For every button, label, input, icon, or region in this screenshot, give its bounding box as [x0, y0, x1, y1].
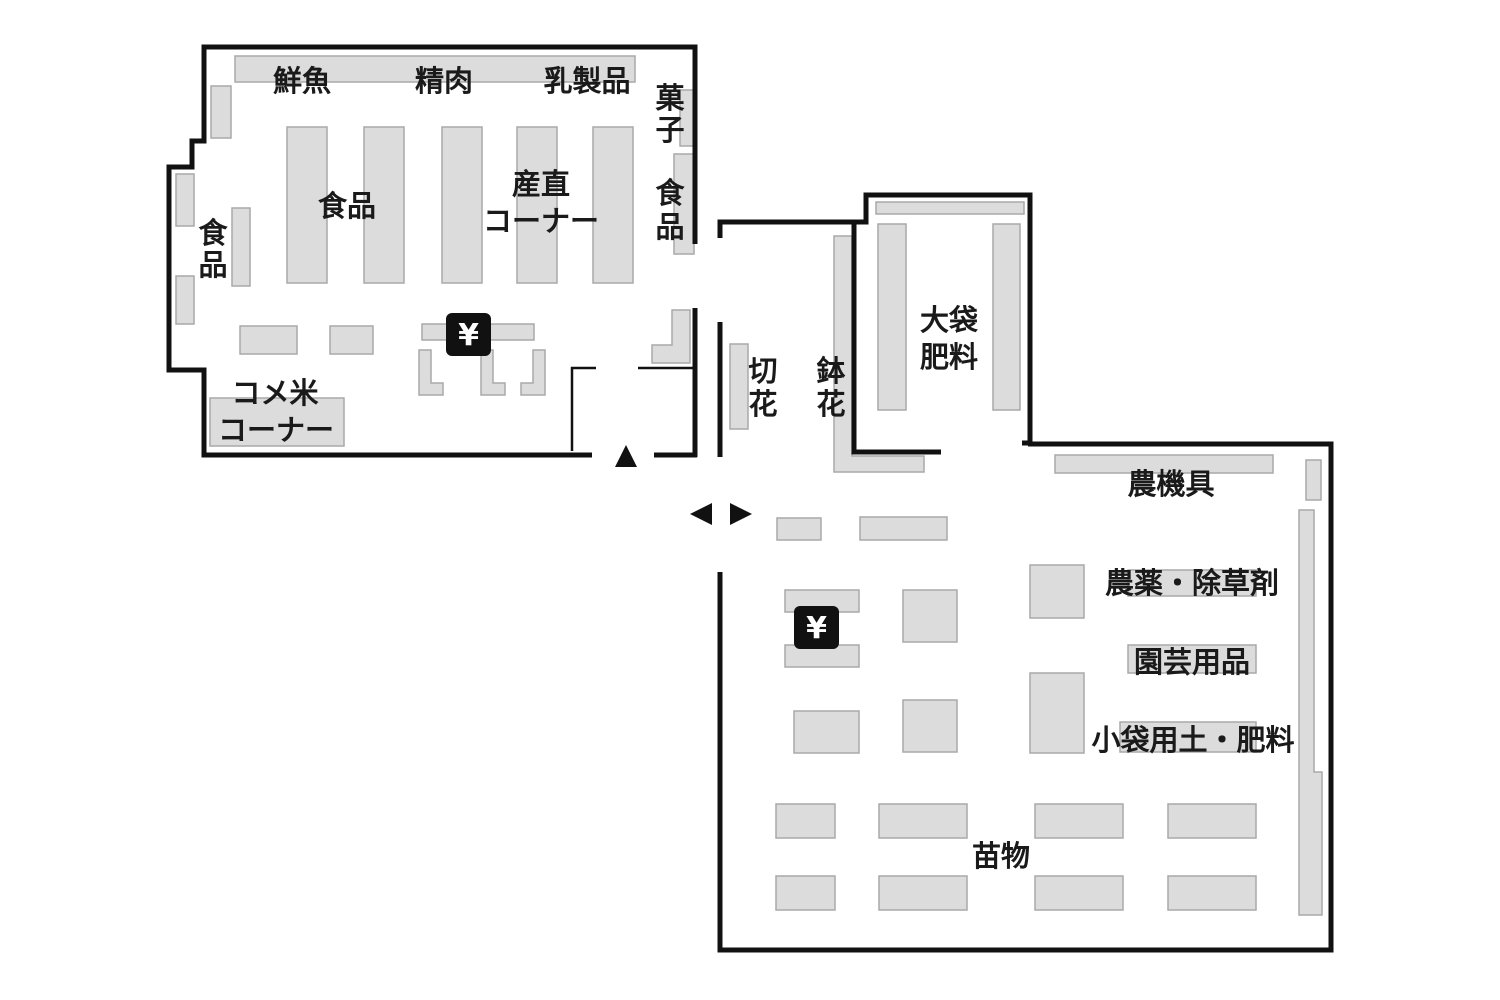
seedling-bed-1 [775, 803, 836, 839]
label-meat: 精肉 [415, 64, 473, 98]
shelf-fertilizer-right [992, 223, 1021, 411]
register-lane-3 [520, 349, 546, 396]
shelf-farm-tools [1054, 454, 1274, 474]
gondola-4 [516, 126, 558, 284]
label-garden-supplies: 園芸用品 [1134, 645, 1250, 679]
label-farm-tools: 農機具 [1127, 467, 1214, 501]
display-3 [1029, 672, 1085, 754]
wall-garden-center [717, 441, 1334, 953]
yen-register-icon [446, 313, 491, 356]
label-snacks-1: 菓 [654, 81, 685, 115]
table-2 [329, 325, 374, 355]
label-food-left-2: 品 [198, 248, 227, 282]
section-labels: 鮮魚 精肉 乳製品 菓 子 食品 産直 コーナー 食 品 食 品 コメ米 コーナ… [198, 64, 1294, 873]
shelf-left-lower [175, 275, 195, 325]
label-bulk-fertilizer-2: 肥料 [920, 340, 978, 374]
display-2 [1029, 564, 1085, 619]
shelf-garden-supplies [1127, 644, 1257, 674]
shelf-fertilizer-top [875, 201, 1025, 215]
register-lane-1 [418, 349, 444, 396]
shelf-left-upper [210, 85, 232, 139]
label-pesticides: 農薬・除草剤 [1105, 566, 1279, 600]
passage-table-2 [859, 516, 948, 541]
wall-left-building [166, 44, 698, 458]
wall-fertilizer-room-left [851, 224, 941, 455]
table-1 [239, 325, 298, 355]
seedling-bed-8 [1167, 875, 1257, 911]
register-lane-2 [480, 349, 506, 396]
label-bulk-fertilizer-1: 大袋 [920, 303, 978, 337]
gondola-1 [286, 126, 328, 284]
right-arrow-icon [730, 503, 752, 525]
gondola-5 [592, 126, 634, 284]
label-local-produce-1: 産直 [512, 167, 570, 201]
label-food-center: 食品 [318, 189, 376, 223]
label-food-left-1: 食 [198, 216, 228, 250]
label-rice-2: コーナー [218, 413, 334, 447]
passage-table-1 [776, 517, 822, 541]
label-food-right-1: 食 [655, 176, 685, 210]
register-symbol: ¥ [458, 318, 479, 353]
shelf-top-wall [234, 55, 636, 83]
label-soil-fertilizer: 小袋用土・肥料 [1091, 723, 1294, 757]
shelves-flowers [729, 201, 1025, 473]
entrance-door-frame [570, 366, 596, 451]
label-potted-flowers-1: 鉢 [816, 354, 845, 388]
display-1 [902, 589, 958, 643]
gondola-3 [441, 126, 483, 284]
left-arrow-icon [690, 503, 712, 525]
label-local-produce-2: コーナー [483, 204, 599, 238]
seedling-bed-6 [878, 875, 968, 911]
label-snacks-2: 子 [655, 113, 684, 147]
shelves-garden [775, 454, 1323, 916]
label-dairy: 乳製品 [543, 64, 630, 98]
register-garden: ¥ [794, 606, 839, 649]
entrance-arrow-icon [615, 445, 637, 467]
label-food-right-2: 品 [655, 210, 684, 244]
shelf-right-small [1305, 459, 1322, 501]
label-fresh-fish: 鮮魚 [273, 64, 331, 98]
shelf-soil [1119, 721, 1257, 753]
seedling-bed-3 [1034, 803, 1124, 839]
label-cut-flowers-2: 花 [748, 387, 777, 421]
rice-counter [209, 397, 345, 447]
shelf-cut-flowers [729, 343, 749, 430]
label-potted-flowers-2: 花 [816, 387, 845, 421]
passage-arrows-icon [690, 503, 752, 525]
display-4 [793, 710, 860, 754]
seedling-bed-7 [1034, 875, 1124, 911]
yen-register-icon [794, 606, 839, 649]
shelf-right-long [1298, 509, 1323, 916]
shelf-fertilizer-left [877, 223, 907, 411]
label-rice-1: コメ米 [231, 376, 318, 410]
shelf-food-left [231, 207, 251, 287]
label-cut-flowers-1: 切 [748, 354, 777, 388]
label-seedlings: 苗物 [972, 839, 1030, 873]
shelf-left-notch [175, 173, 195, 227]
gondola-2 [363, 126, 405, 284]
register-grocery: ¥ [446, 313, 491, 356]
register-symbol: ¥ [806, 611, 827, 646]
entrance-shelf [651, 309, 691, 364]
seedling-bed-4 [1167, 803, 1257, 839]
shelf-pesticide [1127, 569, 1257, 597]
seedling-bed-5 [775, 875, 836, 911]
display-5 [902, 699, 958, 753]
seedling-bed-2 [878, 803, 968, 839]
walls [166, 44, 1334, 953]
